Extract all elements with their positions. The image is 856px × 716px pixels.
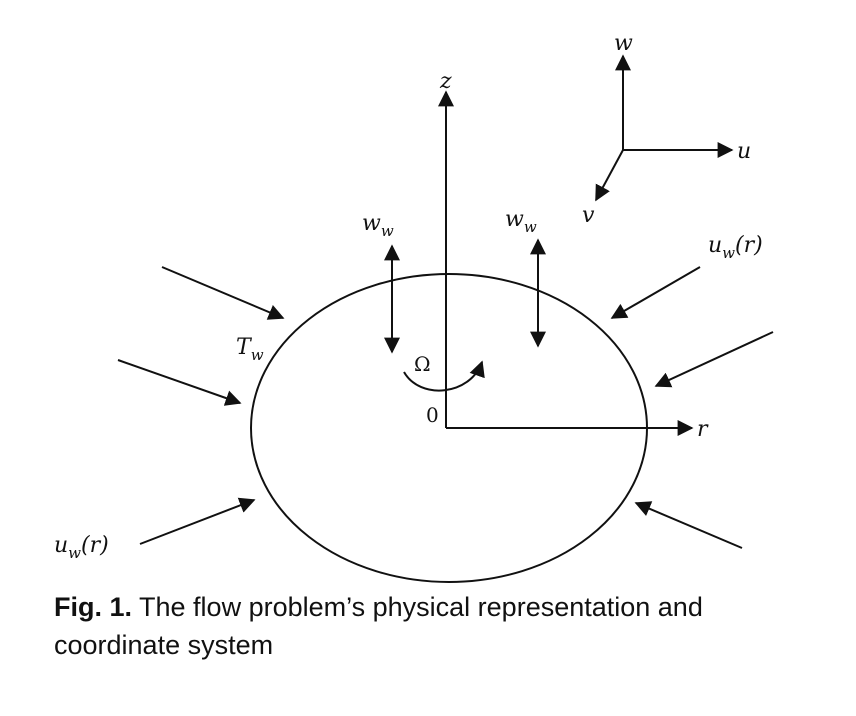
triad-w-label: w	[614, 31, 633, 56]
inflow-arrow-right-2	[654, 331, 774, 388]
rotation-arrow	[403, 360, 485, 392]
wall-velocity-label-right: ww	[505, 207, 537, 236]
inflow-arrow-right-1	[610, 266, 701, 319]
triad-v-label: v	[582, 203, 595, 228]
omega-label: Ω	[414, 352, 431, 376]
inflow-arrow-right-3	[634, 501, 743, 549]
triad-v-axis	[595, 149, 624, 202]
stretching-velocity-label-left: uw(r)	[54, 533, 109, 562]
wall-velocity-label-left: ww	[362, 211, 394, 240]
figure-caption-text: The flow problem’s physical representati…	[54, 592, 703, 660]
stretching-velocity-label-right: uw(r)	[708, 233, 763, 262]
flow-diagram: z r 0 Ω w u v ww ww Tw uw(r) uw(r)	[54, 31, 774, 583]
triad-u-label: u	[737, 139, 751, 164]
figure-caption: Fig. 1. The flow problem’s physical repr…	[54, 588, 814, 664]
r-axis-label: r	[697, 417, 709, 442]
inflow-arrow-left-1	[161, 266, 285, 320]
figure-caption-label: Fig. 1.	[54, 592, 133, 622]
origin-label: 0	[426, 403, 439, 427]
z-axis-label: z	[439, 69, 452, 94]
inflow-arrow-left-2	[117, 359, 242, 406]
inflow-arrow-left-3	[139, 497, 256, 545]
wall-temperature-label: Tw	[236, 335, 264, 364]
